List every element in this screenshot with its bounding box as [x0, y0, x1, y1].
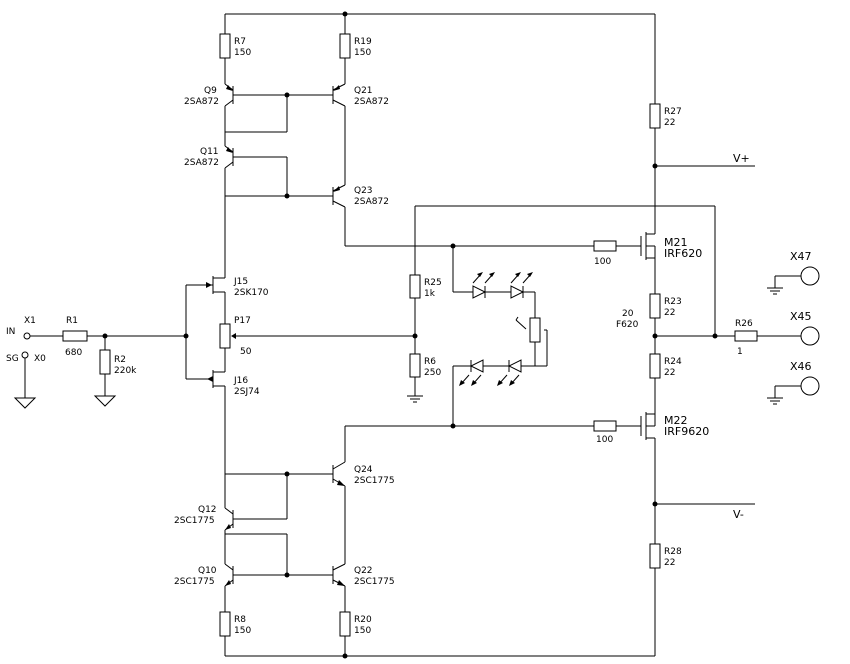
r23-value: 22	[664, 308, 675, 318]
trimmer-body	[529, 317, 541, 343]
x47-label: X47	[790, 250, 812, 263]
r27-value: 22	[664, 118, 675, 128]
r6-body	[409, 353, 421, 378]
r1-ref: R1	[66, 316, 78, 326]
npn-transistors	[224, 461, 346, 587]
x0-label: X0	[34, 354, 46, 364]
r6-ref: R6	[424, 357, 436, 367]
r25-ref: R25	[424, 278, 442, 288]
x45-terminal	[800, 326, 820, 346]
mosfets	[640, 232, 656, 440]
f620-line1: 20	[622, 309, 634, 319]
q24-part: 2SC1775	[354, 476, 395, 486]
r7-ref: R7	[234, 37, 246, 47]
jfets	[206, 276, 225, 388]
r7-body	[219, 33, 231, 59]
resistors	[62, 33, 758, 637]
x1-label: X1	[24, 316, 36, 326]
r26-ref: R26	[735, 319, 753, 329]
r8-ref: R8	[234, 615, 246, 625]
r6-value: 250	[424, 368, 441, 378]
r27-ref: R27	[664, 107, 682, 117]
q22-part: 2SC1775	[354, 577, 395, 587]
x46-terminal	[800, 376, 820, 396]
q21-ref: Q21	[354, 86, 373, 96]
q10-part: 2SC1775	[174, 577, 215, 587]
m22-gate-r-value: 100	[596, 435, 613, 445]
r20-value: 150	[354, 626, 371, 636]
wires	[24, 13, 801, 657]
r19-body	[339, 33, 351, 59]
r28-ref: R28	[664, 547, 682, 557]
r24-body	[649, 353, 661, 379]
r24-ref: R24	[664, 357, 682, 367]
q24-ref: Q24	[354, 465, 373, 475]
q9-part: 2SA872	[184, 97, 219, 107]
r27-body	[649, 103, 661, 129]
r26-body	[734, 330, 758, 342]
f620-line2: F620	[616, 320, 639, 330]
r1-value: 680	[65, 348, 82, 358]
sg-label: SG	[6, 354, 19, 364]
q22-ref: Q22	[354, 566, 373, 576]
ground-symbols	[13, 287, 783, 409]
x1-terminal	[23, 332, 31, 340]
m21-gate-resistor-body	[593, 240, 617, 252]
connectors	[21, 266, 820, 396]
q9-ref: Q9	[204, 86, 217, 96]
x45-label: X45	[790, 310, 812, 323]
q10-ref: Q10	[198, 566, 217, 576]
j16-part: 2SJ74	[234, 387, 260, 397]
q23-ref: Q23	[354, 186, 373, 196]
q23-part: 2SA872	[354, 197, 389, 207]
r20-body	[339, 611, 351, 637]
r23-ref: R23	[664, 297, 682, 307]
r23-body	[649, 293, 661, 319]
r2-ref: R2	[114, 355, 126, 365]
q12-ref: Q12	[198, 505, 217, 515]
in-label: IN	[6, 327, 15, 337]
labels: R7 150 R19 150 Q9 2SA872 Q21 2SA872 Q11 …	[6, 37, 812, 636]
q11-ref: Q11	[200, 147, 219, 157]
r26-value: 1	[737, 347, 743, 357]
leds	[459, 272, 533, 386]
j15-ref: J15	[233, 277, 248, 287]
r7-value: 150	[234, 48, 251, 58]
r2-body	[99, 349, 111, 375]
x0-terminal	[21, 351, 29, 359]
q11-part: 2SA872	[184, 158, 219, 168]
x47-terminal	[800, 266, 820, 286]
r8-value: 150	[234, 626, 251, 636]
p17-body	[219, 323, 231, 349]
junctions	[102, 11, 718, 659]
p17-ref: P17	[234, 316, 251, 326]
r28-value: 22	[664, 558, 675, 568]
vminus-label: V-	[733, 508, 744, 521]
r25-body	[409, 274, 421, 299]
r25-value: 1k	[424, 289, 436, 299]
r19-ref: R19	[354, 37, 372, 47]
r1-body	[62, 330, 88, 342]
m22-ref: M22	[664, 414, 688, 427]
m21-gate-r-value: 100	[594, 257, 611, 267]
r24-value: 22	[664, 368, 675, 378]
r20-ref: R20	[354, 615, 372, 625]
x46-label: X46	[790, 360, 812, 373]
vplus-label: V+	[733, 152, 750, 165]
p17-value: 50	[240, 347, 252, 357]
m21-part: IRF620	[664, 247, 702, 260]
r28-body	[649, 543, 661, 569]
r19-value: 150	[354, 48, 371, 58]
q12-part: 2SC1775	[174, 516, 215, 526]
r2-value: 220k	[114, 366, 137, 376]
m21-ref: M21	[664, 236, 688, 249]
m22-gate-resistor-body	[593, 420, 617, 432]
m22-part: IRF9620	[664, 425, 709, 438]
j15-part: 2SK170	[234, 288, 269, 298]
q21-part: 2SA872	[354, 97, 389, 107]
j16-ref: J16	[233, 376, 248, 386]
r8-body	[219, 611, 231, 637]
pnp-transistors	[224, 83, 346, 208]
